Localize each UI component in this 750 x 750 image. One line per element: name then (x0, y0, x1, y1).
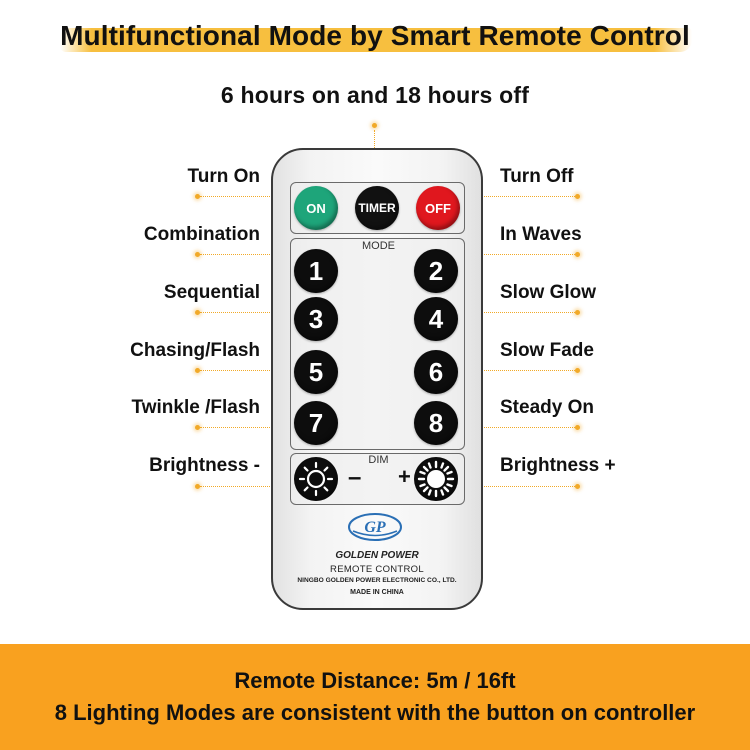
mode-8-button[interactable]: 8 (414, 401, 458, 445)
leader-line (440, 427, 575, 428)
sun-filled-icon (417, 460, 455, 498)
label-chasing-flash: Chasing/Flash (130, 340, 260, 361)
leader-dot (575, 252, 580, 257)
leader-dot (575, 425, 580, 430)
leader-dot (195, 425, 200, 430)
timer-description: 6 hours on and 18 hours off (220, 82, 530, 108)
label-steady-on: Steady On (500, 397, 594, 418)
leader-line (200, 312, 310, 313)
golden-power-logo: GP (348, 513, 402, 541)
product-name: REMOTE CONTROL (330, 564, 424, 575)
leader-dot (575, 310, 580, 315)
brand-name: GOLDEN POWER (335, 550, 419, 561)
on-button[interactable]: ON (294, 186, 338, 230)
dim-label: DIM (368, 454, 389, 466)
plus-sign: + (398, 464, 411, 489)
leader-dot (195, 252, 200, 257)
label-slow-fade: Slow Fade (500, 340, 594, 361)
sun-outline-icon (298, 461, 334, 497)
mode-2-button[interactable]: 2 (414, 249, 458, 293)
leader-line (200, 370, 310, 371)
mode-1-button[interactable]: 1 (294, 249, 338, 293)
off-button[interactable]: OFF (416, 186, 460, 230)
lighting-modes-text: 8 Lighting Modes are consistent with the… (54, 700, 696, 725)
leader-dot (575, 194, 580, 199)
logo-text: GP (364, 519, 386, 536)
mode-label: MODE (362, 240, 395, 252)
leader-line (200, 196, 310, 197)
leader-dot (195, 484, 200, 489)
timer-button[interactable]: TIMER (355, 186, 399, 230)
label-brightness-plus: Brightness + (500, 455, 616, 476)
minus-sign: – (348, 464, 362, 491)
leader-line (440, 254, 575, 255)
label-brightness-minus: Brightness - (149, 455, 260, 476)
leader-line (200, 427, 310, 428)
title-banner: Multifunctional Mode by Smart Remote Con… (0, 14, 750, 58)
label-slow-glow: Slow Glow (500, 282, 597, 303)
remote-control: ON TIMER OFF MODE 1 2 3 4 5 6 7 8 DIM – … (271, 148, 483, 610)
mode-6-button[interactable]: 6 (414, 350, 458, 394)
mode-5-button[interactable]: 5 (294, 350, 338, 394)
label-combination: Combination (143, 224, 260, 245)
leader-line (440, 312, 575, 313)
title-highlight (60, 28, 692, 52)
remote-distance-text: Remote Distance: 5m / 16ft (234, 668, 516, 693)
leader-dot (195, 368, 200, 373)
company-name: NINGBO GOLDEN POWER ELECTRONIC CO., LTD. (297, 577, 457, 584)
leader-dot (195, 310, 200, 315)
brightness-down-button[interactable] (294, 457, 338, 501)
leader-dot (575, 484, 580, 489)
footer-banner: Remote Distance: 5m / 16ft 8 Lighting Mo… (0, 644, 750, 750)
leader-line (200, 486, 310, 487)
leader-line (440, 196, 575, 197)
leader-line (200, 254, 310, 255)
brightness-up-button[interactable] (414, 457, 458, 501)
label-sequential: Sequential (163, 282, 260, 303)
mode-7-button[interactable]: 7 (294, 401, 338, 445)
label-turn-off: Turn Off (500, 166, 574, 187)
page-title: Multifunctional Mode by Smart Remote Con… (60, 20, 690, 51)
leader-dot (195, 194, 200, 199)
timer-leader-dot (372, 123, 377, 128)
label-in-waves: In Waves (500, 224, 582, 245)
mode-4-button[interactable]: 4 (414, 297, 458, 341)
label-twinkle-flash: Twinkle /Flash (131, 397, 260, 418)
label-turn-on: Turn On (187, 166, 260, 187)
leader-line (440, 370, 575, 371)
made-in-label: MADE IN CHINA (350, 589, 404, 596)
leader-line (440, 486, 575, 487)
leader-dot (575, 368, 580, 373)
mode-3-button[interactable]: 3 (294, 297, 338, 341)
